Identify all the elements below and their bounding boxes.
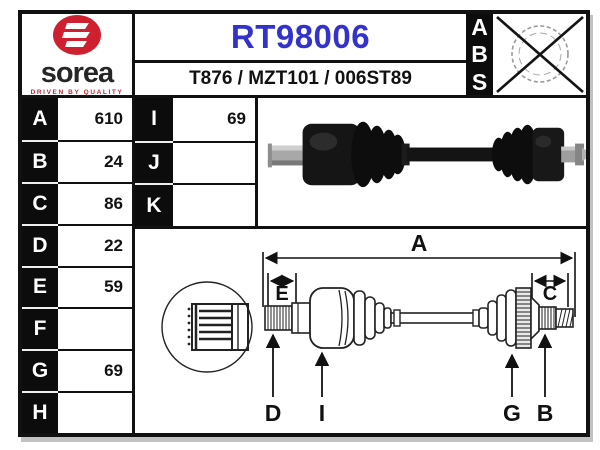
reference-codes: T876 / MZT101 / 006ST89 bbox=[189, 68, 412, 90]
row-value: 59 bbox=[58, 265, 132, 308]
row-label: D bbox=[22, 223, 58, 266]
row-label: J bbox=[135, 140, 173, 184]
table-row: C 86 bbox=[22, 181, 132, 224]
product-photo bbox=[258, 98, 586, 226]
part-number: RT98006 bbox=[135, 14, 466, 64]
row-value: 69 bbox=[173, 98, 255, 141]
abs-letter-s: S bbox=[471, 68, 488, 95]
spline-detail-inset bbox=[161, 281, 253, 373]
table-row: J bbox=[135, 140, 255, 184]
row-label: C bbox=[22, 181, 58, 224]
brand-name: sorea bbox=[40, 56, 114, 89]
abs-letter-b: B bbox=[471, 41, 488, 68]
brand-logo-icon bbox=[51, 14, 103, 61]
table-row: K bbox=[135, 183, 255, 227]
table-row: A 610 bbox=[22, 98, 132, 140]
table-row: D 22 bbox=[22, 223, 132, 266]
dimension-e bbox=[267, 273, 297, 307]
pointer-label-i: I bbox=[319, 400, 325, 426]
dim-label-a: A bbox=[411, 230, 428, 256]
driveshaft-photo-image bbox=[267, 121, 586, 188]
header: sorea DRIVEN BY QUALITY RT98006 T876 / M… bbox=[22, 14, 586, 98]
technical-drawing: A E C bbox=[135, 229, 586, 433]
top-row: I 69 J K bbox=[135, 98, 586, 229]
row-value: 610 bbox=[58, 98, 132, 140]
dimension-a bbox=[262, 251, 576, 317]
abs-letter-a: A bbox=[471, 14, 488, 40]
abs-not-available-indicator bbox=[493, 14, 586, 95]
table-row: F bbox=[22, 307, 132, 350]
row-value bbox=[58, 391, 132, 433]
row-value: 22 bbox=[58, 223, 132, 266]
row-label: A bbox=[22, 98, 58, 140]
row-value bbox=[173, 183, 255, 227]
table-row: H bbox=[22, 391, 132, 433]
row-value: 86 bbox=[58, 181, 132, 224]
pointer-arrows bbox=[265, 333, 553, 397]
row-value: 69 bbox=[58, 349, 132, 392]
row-value bbox=[173, 140, 255, 184]
spec-table-mid: I 69 J K bbox=[135, 98, 258, 227]
brand-logo: sorea DRIVEN BY QUALITY bbox=[22, 14, 135, 96]
abs-column: A B S bbox=[466, 14, 493, 95]
crossed-gear-icon bbox=[496, 16, 584, 93]
row-value bbox=[58, 307, 132, 350]
dim-label-c: C bbox=[543, 283, 557, 305]
row-label: K bbox=[135, 183, 173, 227]
row-label: F bbox=[22, 307, 58, 350]
row-label: H bbox=[22, 391, 58, 433]
table-row: B 24 bbox=[22, 139, 132, 182]
part-number-block: RT98006 T876 / MZT101 / 006ST89 bbox=[135, 14, 466, 95]
table-row: E 59 bbox=[22, 265, 132, 308]
axle-line-art bbox=[264, 287, 574, 349]
pointer-label-b: B bbox=[537, 400, 554, 426]
table-row: G 69 bbox=[22, 349, 132, 392]
row-label: I bbox=[135, 98, 173, 141]
brand-tagline: DRIVEN BY QUALITY bbox=[30, 88, 124, 96]
row-label: G bbox=[22, 349, 58, 392]
pointer-label-g: G bbox=[503, 400, 521, 426]
row-label: B bbox=[22, 139, 58, 182]
pointer-label-d: D bbox=[265, 400, 282, 426]
datasheet-frame: sorea DRIVEN BY QUALITY RT98006 T876 / M… bbox=[18, 10, 590, 437]
body: A 610 B 24 C 86 D 22 E 59 bbox=[22, 98, 586, 433]
dim-label-e: E bbox=[275, 283, 288, 305]
driveshaft-diagram: A E C bbox=[161, 230, 576, 426]
row-value: 24 bbox=[58, 139, 132, 182]
right-column: I 69 J K bbox=[135, 98, 586, 433]
row-label: E bbox=[22, 265, 58, 308]
spec-table-left: A 610 B 24 C 86 D 22 E 59 bbox=[22, 98, 135, 433]
table-row: I 69 bbox=[135, 98, 255, 141]
